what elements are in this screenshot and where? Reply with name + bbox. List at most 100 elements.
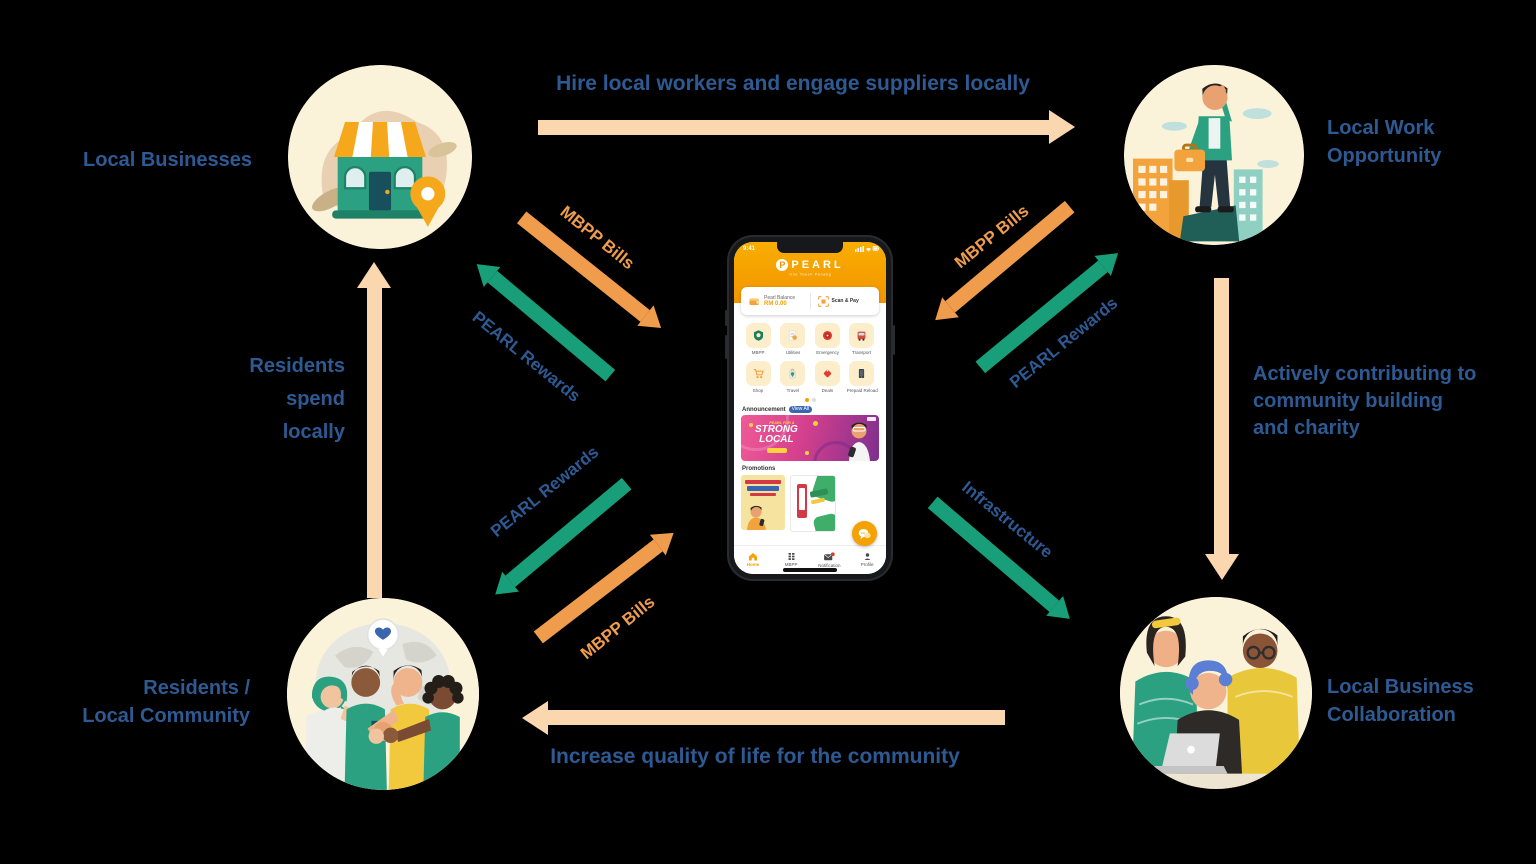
balance-value: RM 0.00 <box>764 301 787 307</box>
right-edge-line1: Actively contributing to <box>1253 363 1477 385</box>
app-tile-travel[interactable]: Travel <box>776 361 811 394</box>
local-work-label: Local Work Opportunity <box>1327 114 1441 170</box>
promotions-label: Promotions <box>742 466 776 472</box>
phone-screen: 9:41 P PEARL One Touch Penang <box>734 242 886 574</box>
collaboration-label: Local Business Collaboration <box>1327 673 1474 729</box>
nav-home[interactable]: Home <box>734 552 772 568</box>
promo-text-bar <box>747 486 779 491</box>
arrowhead-icon <box>357 262 391 288</box>
utilities-icon <box>789 330 798 341</box>
app-tile-shop[interactable]: Shop <box>741 361 776 394</box>
local-businesses-circle <box>288 65 472 249</box>
arrow-shaft <box>538 119 1049 135</box>
arrow-left-spend <box>357 262 391 598</box>
banner-title-line2: LOCAL <box>759 434 794 445</box>
right-edge-label: Actively contributing to community build… <box>1253 361 1476 442</box>
emergency-icon <box>822 330 832 341</box>
mbpp-icon <box>753 330 763 341</box>
storefront-illustration <box>288 65 472 249</box>
wallet-icon <box>749 298 760 305</box>
app-logo: P PEARL One Touch Penang <box>734 259 886 278</box>
status-bar: 9:41 <box>743 245 879 252</box>
banner-kicker: PEARL FOR A <box>769 420 795 426</box>
promo-text-bar <box>750 493 776 496</box>
pearl-balance-button[interactable]: Pearl Balance RM 0.00 <box>741 295 810 308</box>
collaboration-illustration <box>1120 597 1312 789</box>
promo-white-shape <box>799 488 805 510</box>
bottom-edge-label: Increase quality of life for the communi… <box>550 745 960 768</box>
app-tile-transport[interactable]: Transport <box>845 323 880 356</box>
arrow-shaft <box>1214 278 1230 554</box>
arrow-top-hire <box>538 110 1075 144</box>
phone-side-button <box>725 335 727 359</box>
page-dot[interactable] <box>811 398 816 402</box>
banner-cta-pill <box>767 448 787 453</box>
nav-notification[interactable]: Notification <box>810 551 848 569</box>
banner-title-line1: STRONG <box>755 424 798 435</box>
promo-woman-photo <box>747 505 766 530</box>
collaboration-line2: Collaboration <box>1327 704 1456 726</box>
announcement-row: Announcement View All <box>742 406 813 413</box>
residents-line1: Residents / <box>143 677 250 699</box>
local-work-circle <box>1124 65 1304 245</box>
app-tile-deals[interactable]: Deals <box>810 361 845 394</box>
left-edge-line3: locally <box>282 421 345 443</box>
scan-and-pay-button[interactable]: Scan & Pay <box>811 295 880 307</box>
app-tile-mbpp[interactable]: MBPP <box>741 323 776 356</box>
grid-icon <box>788 553 794 560</box>
right-edge-line3: and charity <box>1253 417 1360 439</box>
app-tile-emergency[interactable]: Emergency <box>810 323 845 356</box>
local-businesses-label: Local Businesses <box>83 149 252 171</box>
left-edge-label: Residents spend locally <box>205 350 345 449</box>
chat-icon <box>858 528 871 539</box>
promo-card[interactable] <box>741 475 785 530</box>
arrowhead-icon <box>522 701 548 735</box>
promo-card[interactable] <box>790 475 836 532</box>
prepaid-reload-icon <box>859 368 865 379</box>
scan-pay-label: Scan & Pay <box>831 298 859 304</box>
collaboration-circle <box>1120 597 1312 789</box>
left-edge-line1: Residents <box>249 355 345 377</box>
residents-circle <box>287 598 479 790</box>
banner-man-photo <box>848 422 870 461</box>
coin-icon <box>805 451 809 455</box>
pearl-logo-text: PEARL <box>791 259 844 271</box>
announcement-banner[interactable]: PEARL FOR A STRONG LOCAL <box>741 415 879 461</box>
promo-text-bar <box>745 480 781 484</box>
collaboration-line1: Local Business <box>1327 676 1474 698</box>
nav-profile[interactable]: Profile <box>848 552 886 568</box>
residents-line2: Local Community <box>82 705 250 727</box>
arrow-right-contribute <box>1205 278 1239 580</box>
top-edge-label: Hire local workers and engage suppliers … <box>556 72 1030 95</box>
arrowhead-icon <box>1049 110 1075 144</box>
worker-illustration <box>1124 65 1304 245</box>
app-tile-utilities[interactable]: Utilities <box>776 323 811 356</box>
balance-card: Pearl Balance RM 0.00 Scan & Pay <box>741 287 879 315</box>
status-icons <box>855 246 879 252</box>
left-edge-line2: spend <box>286 388 345 410</box>
home-indicator <box>783 568 837 572</box>
nav-mbpp[interactable]: MBPP <box>772 552 810 568</box>
notification-envelope-icon <box>824 551 835 560</box>
right-edge-line2: community building <box>1253 390 1443 412</box>
arrow-shaft <box>548 710 1005 726</box>
announcement-label: Announcement <box>742 406 786 413</box>
page-dot-active[interactable] <box>804 398 809 402</box>
local-work-line2: Opportunity <box>1327 145 1442 167</box>
arrow-shaft <box>366 288 382 598</box>
pearl-logo-icon: P <box>776 259 789 271</box>
page-dots <box>734 398 886 402</box>
balance-label: Pearl Balance <box>764 295 796 301</box>
promotions-list <box>741 475 836 532</box>
phone-notch <box>777 242 843 253</box>
pearl-logo-tagline: One Touch Penang <box>788 272 832 278</box>
app-tile-prepaid-reload[interactable]: Prepaid Reload <box>845 361 880 394</box>
app-grid: MBPP Utilities Emergency Transport <box>741 323 879 394</box>
view-all-button[interactable]: View All <box>788 406 813 413</box>
phone-side-button <box>725 310 727 326</box>
coin-icon <box>749 423 753 427</box>
chat-fab[interactable] <box>852 521 877 546</box>
arrow-bottom-quality <box>522 701 1005 735</box>
card-divider <box>809 293 811 309</box>
community-illustration <box>287 598 479 790</box>
